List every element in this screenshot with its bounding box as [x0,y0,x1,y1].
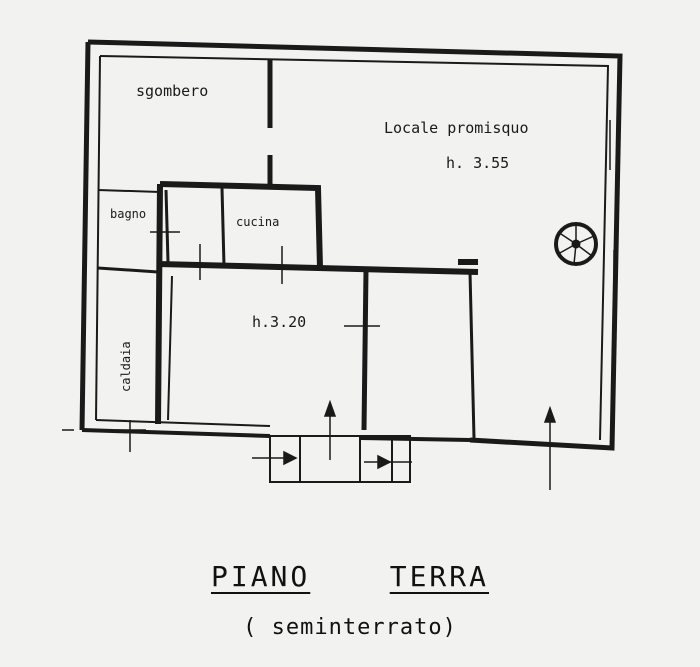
floor-plan: sgombero Locale promisquo h. 3.55 bagno … [62,39,623,490]
plan-title-word1: PIANO [210,560,311,593]
plan-title: PIANO TERRA [0,560,700,593]
room-label-sgombero: sgombero [136,82,208,100]
room-label-caldaia: caldaia [119,341,133,392]
room-label-bagno: bagno [110,207,146,221]
entrance-steps [269,435,411,483]
room-height-central: h.3.20 [252,313,306,331]
plan-title-word2: TERRA [389,560,490,593]
room-height-locale: h. 3.55 [446,154,509,172]
interior-walls [97,60,479,439]
outer-walls [79,39,623,451]
door-marks [62,120,615,463]
room-label-locale: Locale promisquo [384,119,529,137]
plan-subtitle: ( seminterrato) [243,615,457,640]
room-label-cucina: cucina [236,215,279,229]
entry-arrow-icon [283,399,557,490]
spiral-stair-icon [554,222,598,266]
